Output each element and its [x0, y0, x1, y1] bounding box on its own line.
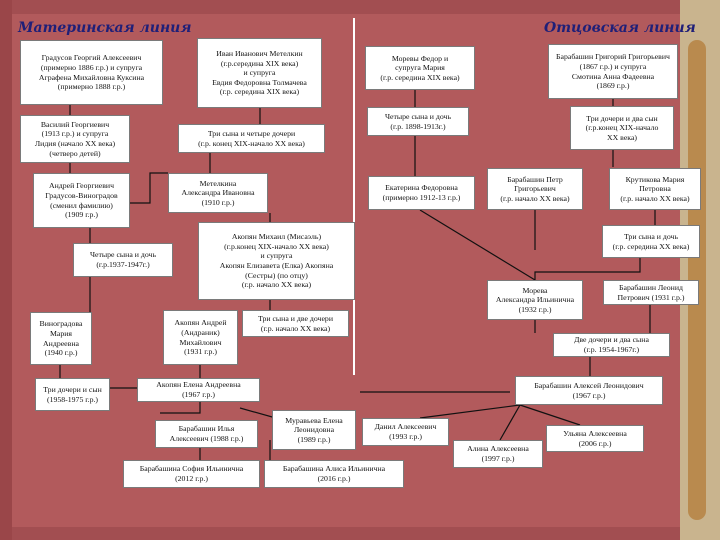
person-node: Барабашина София Ильинична (2012 г.р.)	[123, 460, 260, 488]
person-node: Барабашин Григорий Григорьевич (1867 г.р…	[548, 44, 678, 99]
children-node: Три сына и две дочери (г.р. начало ХХ ве…	[242, 310, 349, 337]
top-frame	[0, 0, 720, 14]
person-node: Василий Георгиевич (1913 г.р.) и супруга…	[20, 115, 130, 163]
connector	[519, 404, 581, 426]
person-node: Ульяна Алексеевна (2006 г.р.)	[546, 425, 644, 452]
connector	[534, 258, 641, 280]
person-node: Виноградова Мария Андреевна (1940 г.р.)	[30, 312, 92, 365]
person-node: Алина Алексеевна (1997 г.р.)	[453, 440, 543, 468]
paternal-line-heading: Отцовская линия	[544, 20, 696, 36]
connector	[160, 402, 201, 414]
person-node: Муравьева Елена Леонидовна (1989 г.р.)	[272, 410, 356, 450]
person-node: Крутикова Мария Петровна (г.р. начало ХХ…	[609, 168, 701, 210]
left-border-decoration	[0, 0, 12, 540]
person-node: Иван Иванович Метелкин (г.р.середина XIX…	[197, 38, 322, 108]
person-node: Акопян Андрей (Андраник) Михайлович (193…	[163, 310, 238, 365]
person-node: Барабашин Леонид Петрович (1931 г.р.)	[603, 280, 699, 305]
right-border-decoration	[680, 0, 720, 540]
person-node: Морева Александра Ильинична (1932 г.р.)	[487, 280, 583, 320]
maternal-line-heading: Материнская линия	[18, 20, 192, 36]
person-node: Барабашина Алиса Ильинична (2016 г.р.)	[264, 460, 404, 488]
person-node: Моревы Федор и супруга Мария (г.р. серед…	[365, 46, 475, 90]
children-node: Четыре сына и дочь (г.р. 1898-1913г.)	[367, 107, 469, 136]
children-node: Три сына и дочь (г.р. середина ХХ века)	[602, 225, 700, 258]
connector	[419, 404, 521, 419]
connector	[130, 172, 168, 204]
children-node: Три дочери и сын (1958-1975 г.р.)	[35, 378, 110, 411]
person-node: Барабашин Алексей Леонидович (1967 г.р.)	[515, 376, 663, 405]
children-node: Четыре сына и дочь (г.р.1937-1947г.)	[73, 243, 173, 277]
person-node: Екатерина Федоровна (примерно 1912-13 г.…	[368, 176, 475, 210]
person-node: Данил Алексеевич (1993 г.р.)	[362, 418, 449, 446]
person-node: Градусов Георгий Алексеевич (примерно 18…	[20, 40, 163, 105]
person-node: Акопян Елена Андреевна (1967 г.р.)	[137, 378, 260, 402]
person-node: Акопян Михаил (Мисаэль) (г.р.конец XIX-н…	[198, 222, 355, 300]
connector	[419, 209, 536, 281]
bottom-frame	[0, 527, 720, 540]
person-node: Барабашин Петр Григорьевич (г.р. начало …	[487, 168, 583, 210]
children-node: Две дочери и два сына (г.р. 1954-1967г.)	[553, 333, 670, 357]
person-node: Андрей Георгиевич Градусов-Виноградов (с…	[33, 173, 130, 228]
connector	[499, 404, 521, 441]
children-node: Три дочери и два сын (г.р.конец XIX-нача…	[570, 106, 674, 150]
children-node: Три сына и четыре дочери (г.р. конец XIX…	[178, 124, 325, 153]
person-node: Метелкина Александра Ивановна (1910 г.р.…	[168, 173, 268, 213]
person-node: Барабашин Илья Алексеевич (1988 г.р.)	[155, 420, 258, 448]
